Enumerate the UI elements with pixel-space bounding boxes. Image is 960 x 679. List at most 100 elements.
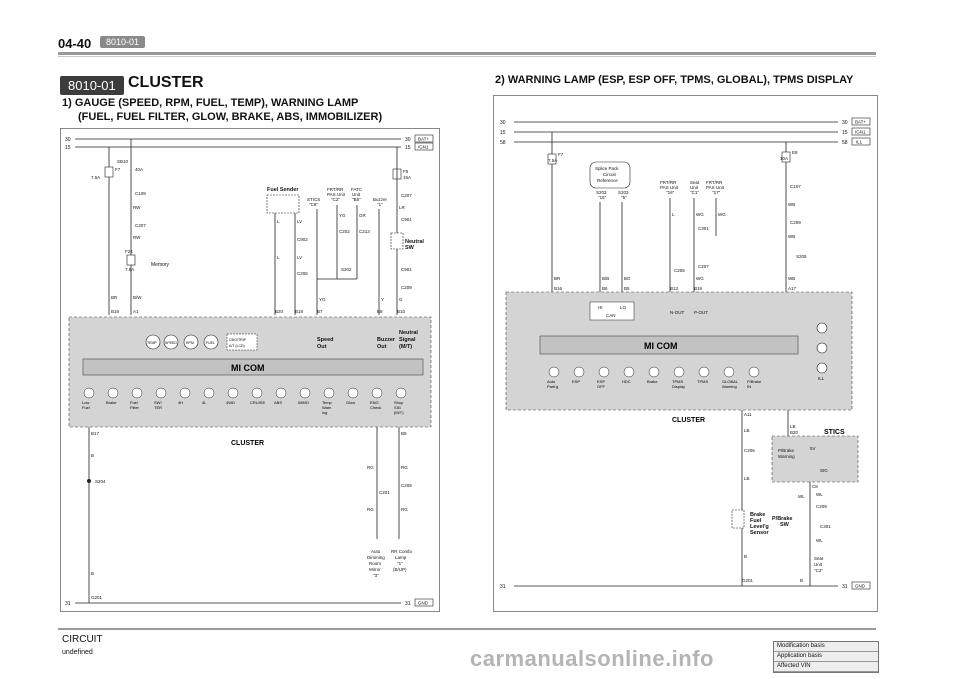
lamp-label: SIG <box>394 405 401 410</box>
mod-row-1: Modification basis <box>774 642 878 652</box>
lamp-icon <box>179 387 191 399</box>
buzzer-name: Buzzer <box>373 197 388 202</box>
footer-rule <box>58 628 876 630</box>
lamp-icon <box>107 387 119 399</box>
ground2-g201: G201 <box>742 578 754 583</box>
buzzer-out-2: Out <box>377 344 387 350</box>
auto-dim-2: Dimming <box>367 555 385 560</box>
rail-label-30: 30 <box>65 137 71 143</box>
lamp-icon <box>131 387 143 399</box>
conn-c207: C207 <box>135 223 146 228</box>
page-number: 04-40 <box>58 36 92 51</box>
tag-bat <box>414 134 434 143</box>
conn-s202: S202 <box>341 267 352 272</box>
lamp-label: GLOBAL <box>722 379 739 384</box>
odo-lcd-label-2: A/T (LCD) <box>229 344 245 348</box>
bfs-3: Level'g <box>750 524 769 530</box>
rail2-label-15: 15 <box>500 130 506 136</box>
header-rule <box>58 52 876 55</box>
wire2-br: BR <box>554 276 561 281</box>
p-out-label: P-OUT <box>694 310 708 315</box>
fuse-f7-name: F7 <box>115 167 121 172</box>
wire2-bb: B/B <box>602 276 609 281</box>
frt-a-2: PAS Unit <box>660 185 679 190</box>
s203b-1: S203 <box>618 190 629 195</box>
lamp-icon <box>83 387 95 399</box>
bfs-2: Fuel <box>750 518 762 524</box>
diagram1-heading-line2: (FUEL, FUEL FILTER, GLOW, BRAKE, ABS, IM… <box>78 111 383 123</box>
conn-c201: C201 <box>379 490 390 495</box>
rail2-label-58: 58 <box>500 140 506 146</box>
wire-y: Y <box>381 297 384 302</box>
lamp-label: Display <box>672 384 685 389</box>
lamp-icon <box>203 387 215 399</box>
speed-out-2: Out <box>317 344 327 350</box>
lamp-icon <box>698 366 710 378</box>
rail2-label-30: 30 <box>500 120 506 126</box>
tag-ign1-text: IGN1 <box>418 145 429 150</box>
tag2-gnd <box>851 581 871 590</box>
pin2-b5: B5 <box>624 286 630 291</box>
wire-rg-1: RG <box>367 465 374 470</box>
fuel-sender-label: Fuel Sender <box>267 187 299 193</box>
lamp-label: OFF <box>597 384 606 389</box>
lamp-label: Glow <box>346 400 355 405</box>
lamp-icon <box>299 387 311 399</box>
lamp-label: ENG <box>370 400 379 405</box>
wire2-b-1: B <box>744 554 747 559</box>
wire-yg-1: YG <box>339 213 346 218</box>
gauge-rpm-label: RPM <box>186 341 194 345</box>
neutral-sw-1: Neutral <box>405 239 424 245</box>
tag2-ill-text: ILL <box>856 140 863 145</box>
lamp-label: Temp <box>322 400 333 405</box>
wire-g: G <box>399 297 403 302</box>
wire2-lb-3: LB <box>790 424 796 429</box>
tag-gnd <box>414 598 434 607</box>
lamp-label: Brake <box>106 400 117 405</box>
modification-table: Modification basis Application basis Aff… <box>773 641 879 673</box>
tag-ign1 <box>414 142 434 151</box>
lamp-label: ABS <box>274 400 282 405</box>
lamp-icon <box>323 387 335 399</box>
fuse2-e8-rating: 10A <box>780 156 788 161</box>
fuse-f7-rating: 7.5A <box>91 175 100 180</box>
cluster-label-1: CLUSTER <box>231 440 264 447</box>
can-label: CAN <box>606 313 616 318</box>
conn-c902: C902 <box>297 237 308 242</box>
frt-b-2: PAS Unit <box>706 185 725 190</box>
n-out-label: N-OUT <box>670 310 684 315</box>
wire-bw: B/W <box>133 295 142 300</box>
auto-dim-5: "3" <box>373 573 379 578</box>
ill-lamp-2 <box>816 342 828 354</box>
wire2-b-2: B <box>800 578 803 583</box>
pin2-5v: 5V <box>810 446 816 451</box>
stics-label: STICS <box>824 429 845 436</box>
micom2-bar <box>539 335 799 355</box>
pbw-1: P/Brake <box>778 448 795 453</box>
pin2-c8: C8 <box>812 484 818 489</box>
conn2-c107: C107 <box>790 184 801 189</box>
brake-fuel-sensor-box <box>731 509 745 529</box>
wire-rg-3: RG <box>367 507 374 512</box>
diagram1-wiring: .w{stroke:#222;stroke-width:.8;fill:none… <box>60 128 440 612</box>
lamp-label: SWI <box>154 400 162 405</box>
lamp-label: Auto <box>547 379 556 384</box>
fuse-f5-name: F5 <box>403 169 409 174</box>
fuse2-f7 <box>547 153 557 165</box>
neutral-sw-box <box>390 232 404 250</box>
tag-bat-text: BAT+ <box>418 137 429 142</box>
micom-bar <box>82 358 424 376</box>
ill-lamp-1 <box>816 322 828 334</box>
pin2-b16: B16 <box>554 286 563 291</box>
rail-label-31-r: 31 <box>405 601 411 607</box>
seat-c2-1: Seat <box>814 556 824 561</box>
stics-box <box>771 435 859 483</box>
lamp-icon <box>395 387 407 399</box>
diagram2-wiring: .w{stroke:#222;stroke-width:.8;fill:none… <box>493 95 878 612</box>
stics-name: STICS <box>307 197 320 202</box>
lamp-label: TPMS <box>697 379 708 384</box>
pin2-b20: B20 <box>790 430 799 435</box>
rail2-label-30-r: 30 <box>842 120 848 126</box>
pbsw-1: P/Brake <box>772 516 793 522</box>
